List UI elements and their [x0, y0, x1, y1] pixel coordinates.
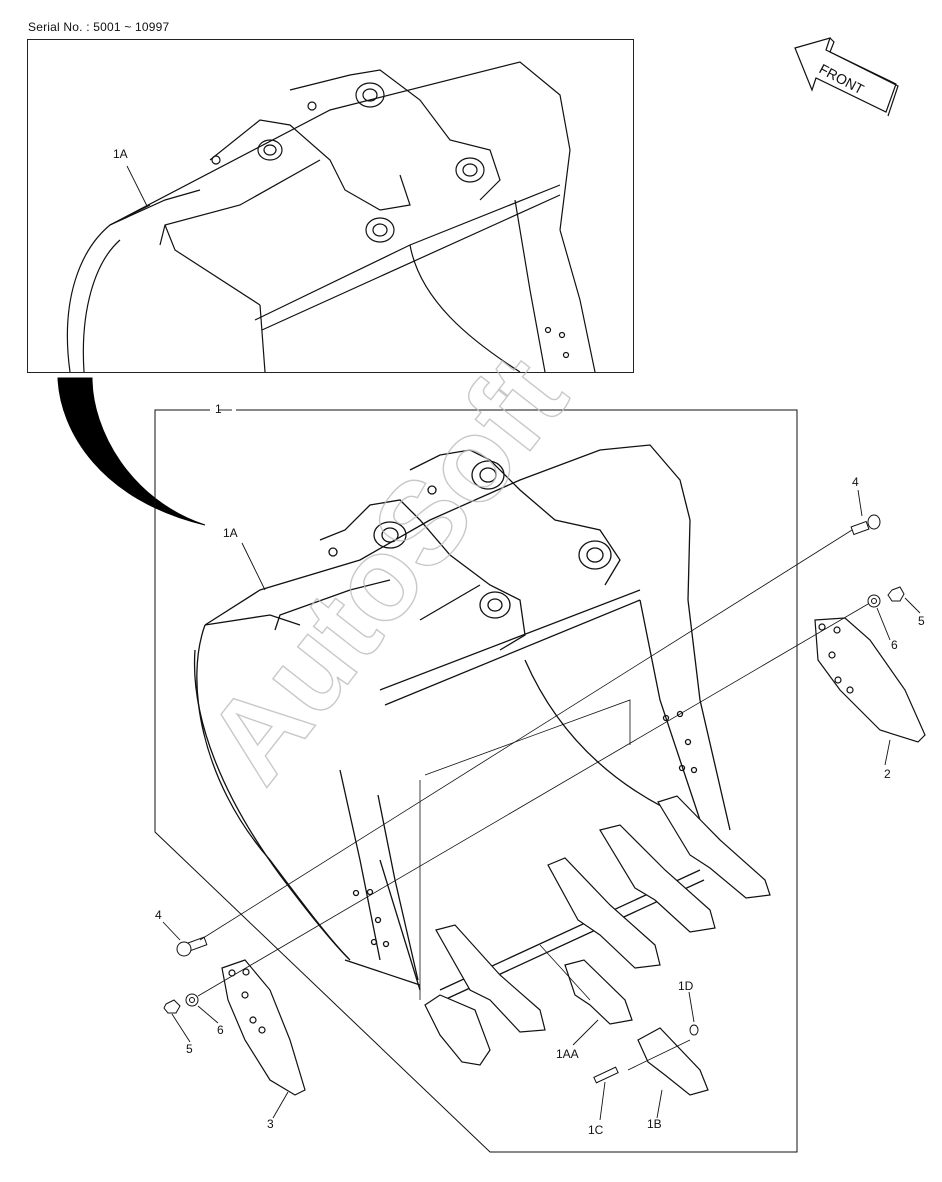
watermark-text: AutoSoft: [181, 332, 592, 806]
callout-washer-left: 6: [217, 1023, 224, 1037]
assembly-boundary: [154, 409, 798, 1153]
callout-side-cutter-left: 3: [267, 1117, 274, 1131]
callout-lock: 1D: [678, 979, 694, 993]
callout-tooth-adapter: 1AA: [556, 1047, 579, 1061]
callout-1A: 1A: [223, 526, 238, 540]
callout-inset-1A: 1A: [113, 147, 128, 161]
callout-1: 1: [215, 402, 222, 416]
callout-nut-right: 5: [918, 614, 925, 628]
detail-pointer-arrow: [57, 377, 206, 526]
assembly-guide-lines: [197, 529, 869, 1071]
pin-and-lock: [593, 1024, 699, 1084]
callout-washer-right: 6: [891, 638, 898, 652]
callout-tooth-point: 1B: [647, 1117, 662, 1131]
side-cutter-left: [221, 959, 306, 1096]
inset-detail-frame: [27, 39, 634, 373]
fasteners: [163, 514, 905, 1014]
inset-bucket-drawing: [66, 61, 596, 372]
bucket-teeth: [424, 795, 771, 1096]
main-bucket-drawing: [193, 444, 731, 1001]
callout-side-cutter-right: 2: [884, 767, 891, 781]
side-cutter-right: [814, 617, 926, 743]
callout-bolt-right: 4: [852, 475, 859, 489]
callout-pin: 1C: [588, 1123, 604, 1137]
callout-nut-left: 5: [186, 1042, 193, 1056]
callout-bolt-left: 4: [155, 908, 162, 922]
leader-line: [126, 165, 148, 207]
serial-number-label: Serial No. : 5001 ~ 10997: [28, 20, 170, 34]
callout-leaders: [162, 409, 921, 1121]
front-direction-arrow: [794, 37, 899, 117]
